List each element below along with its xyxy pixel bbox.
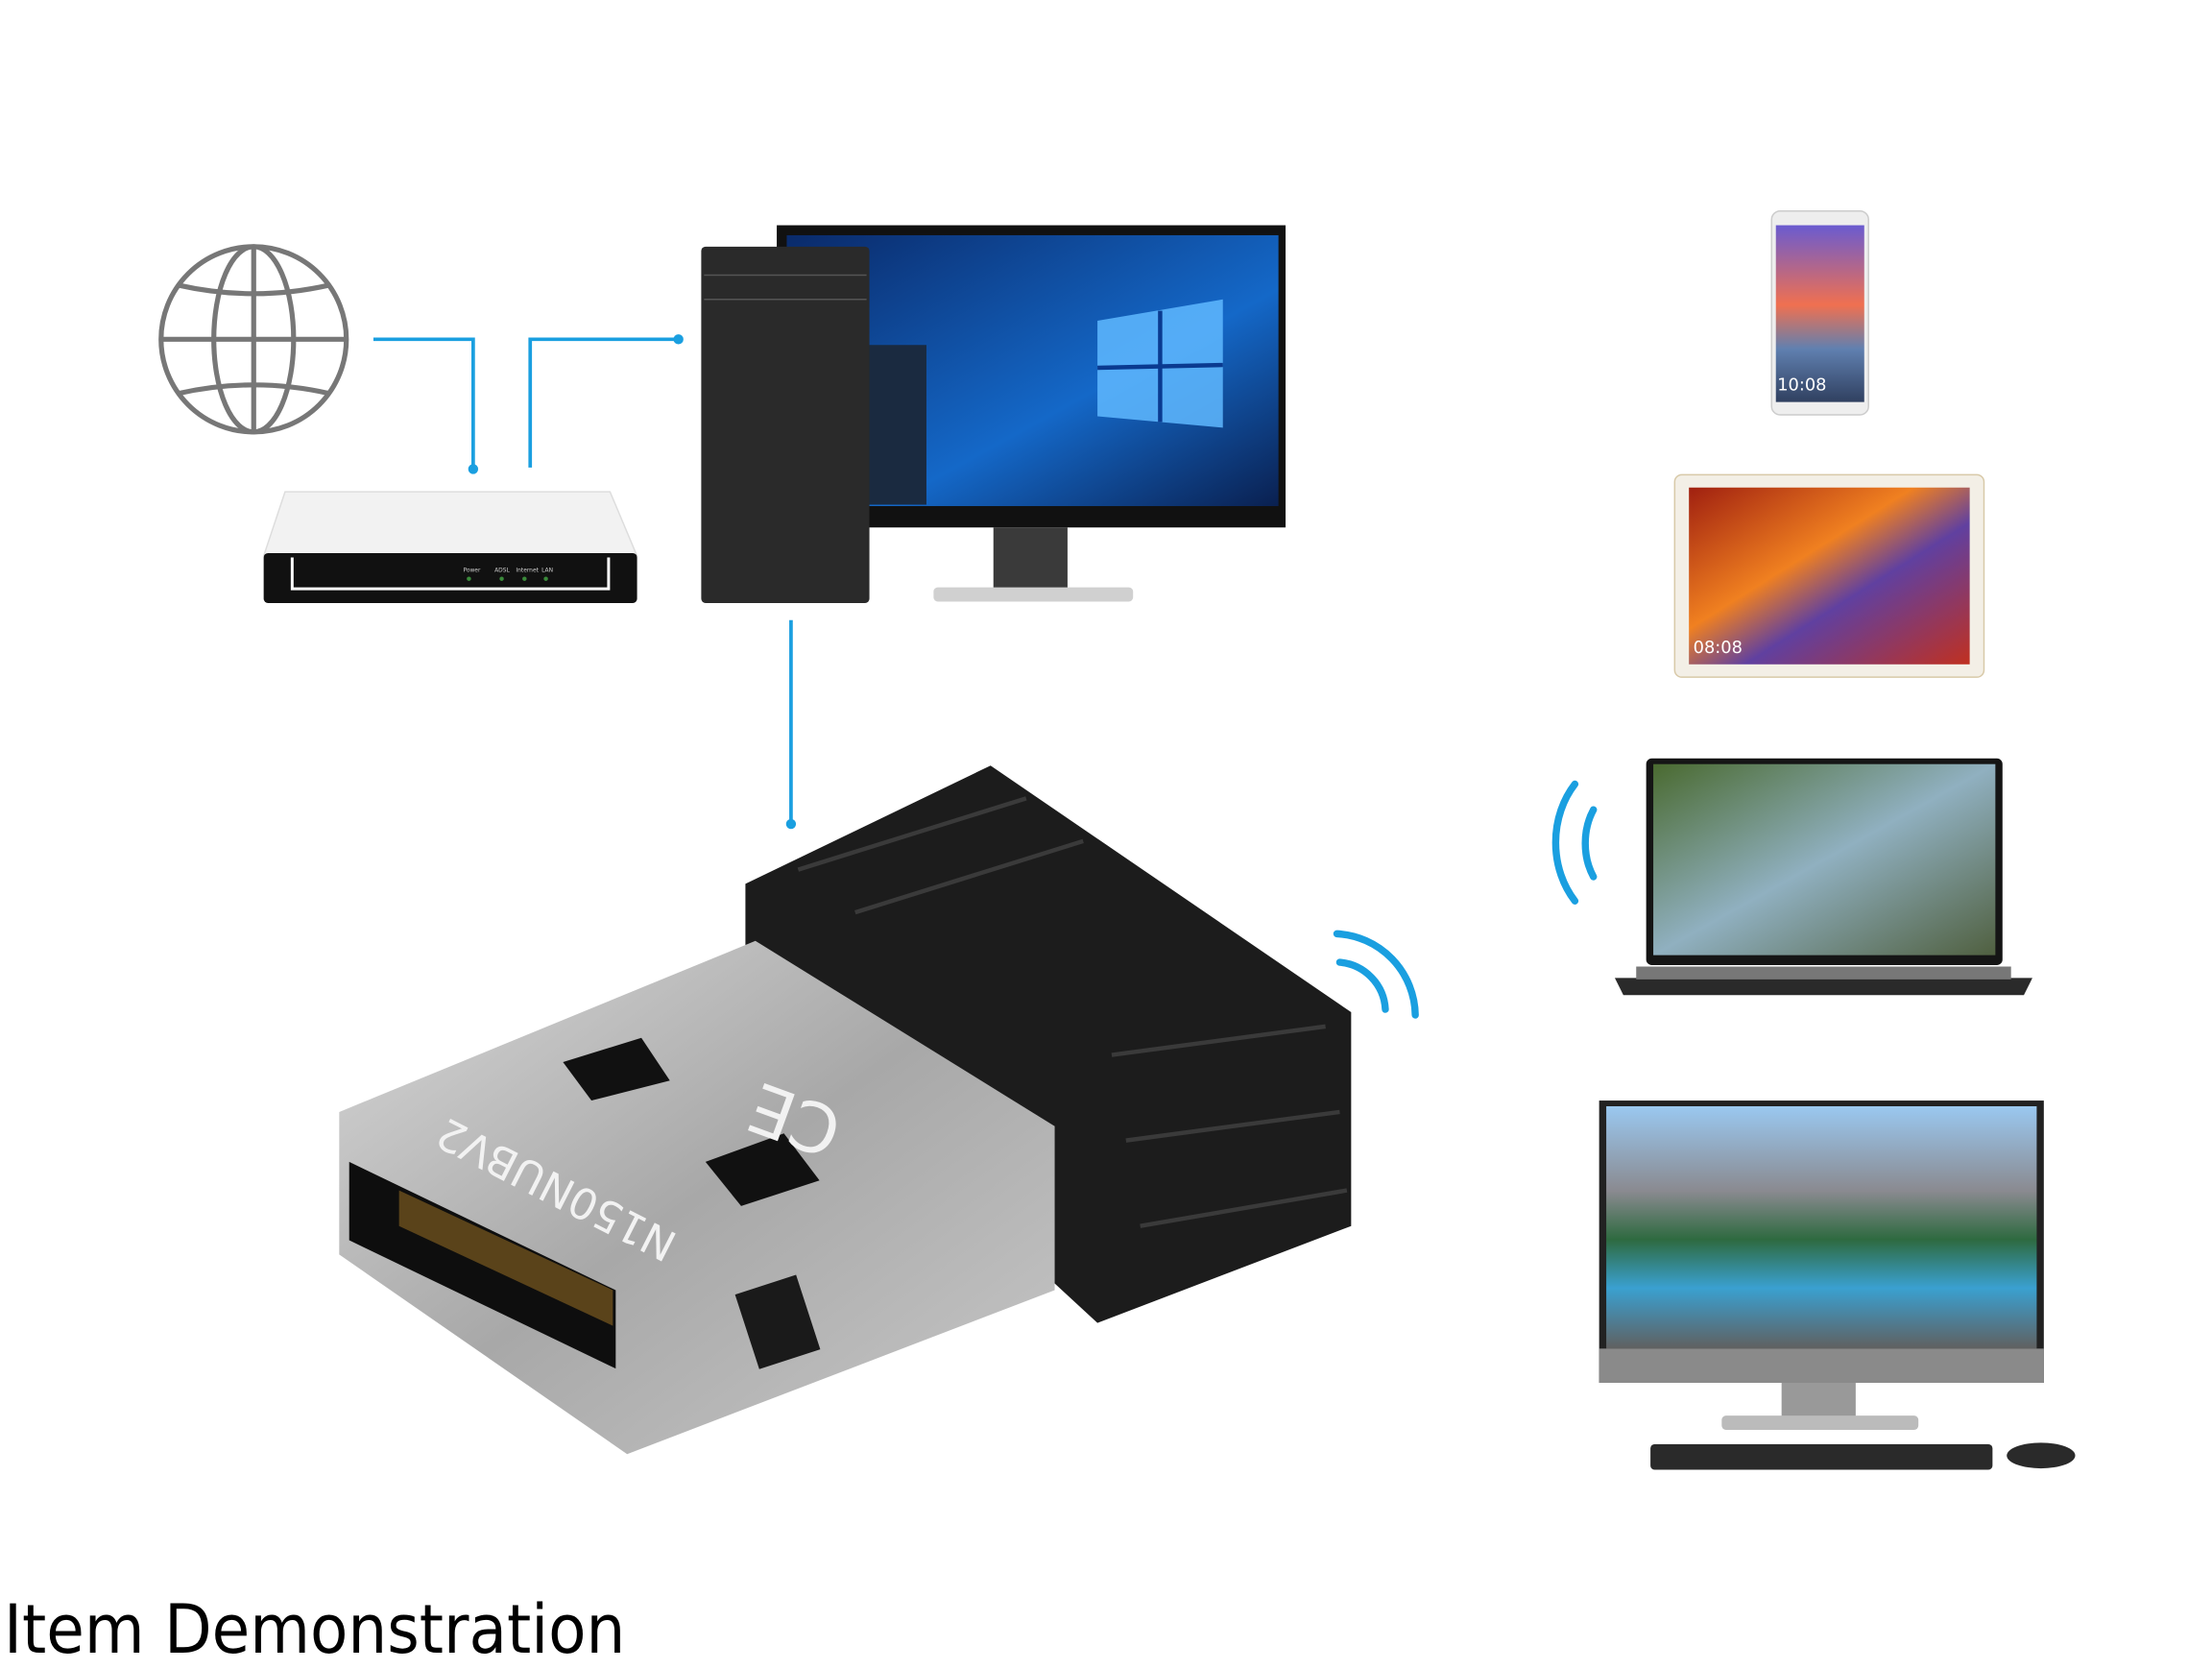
led-label-internet: Internet bbox=[516, 567, 539, 573]
tablet-clock: 08:08 bbox=[1694, 638, 1743, 658]
router-led-labels: Power ADSL Internet LAN bbox=[463, 567, 553, 573]
monitor-with-keyboard bbox=[1599, 1101, 2076, 1470]
led-label-power: Power bbox=[463, 567, 480, 573]
smartphone: 10:08 bbox=[1770, 209, 1869, 416]
usb-wifi-dongle: N150NUBV2 CE bbox=[339, 765, 1352, 1455]
globe-icon bbox=[158, 244, 349, 435]
router: Power ADSL Internet LAN bbox=[262, 491, 638, 603]
connection-dots bbox=[468, 334, 797, 830]
phone-clock: 10:08 bbox=[1777, 375, 1826, 396]
wifi-signal-icon bbox=[1333, 930, 1419, 1019]
laptop bbox=[1614, 758, 2032, 996]
led-label-lan: LAN bbox=[541, 567, 553, 573]
desktop-pc bbox=[701, 225, 1286, 603]
connection-lines bbox=[373, 337, 793, 825]
tablet: 08:08 bbox=[1673, 473, 1985, 678]
caption: Item Demonstration bbox=[4, 1590, 626, 1669]
led-label-adsl: ADSL bbox=[494, 567, 510, 573]
wifi-signal-icon bbox=[1551, 780, 1598, 905]
